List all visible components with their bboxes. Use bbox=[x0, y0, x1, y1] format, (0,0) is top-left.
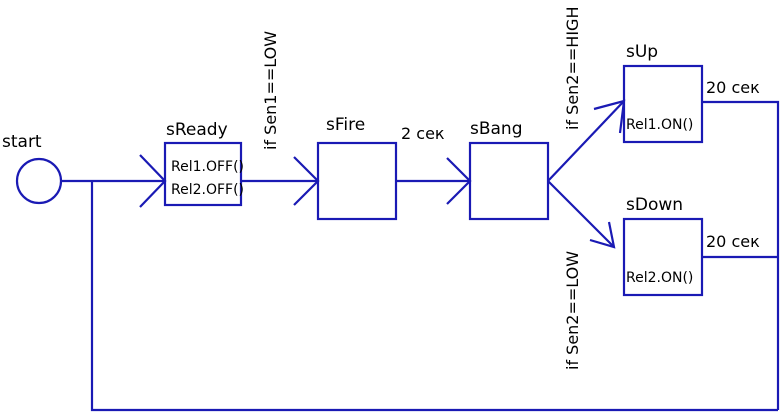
transition-ready-fire-label: if Sen1==LOW bbox=[261, 31, 280, 150]
arrowhead-bang-down bbox=[589, 221, 616, 249]
state-ready-box bbox=[163, 141, 243, 207]
state-bang-box bbox=[468, 141, 550, 221]
start-node bbox=[15, 157, 63, 205]
state-fire-box bbox=[316, 141, 398, 221]
state-ready-action-2: Rel2.OFF() bbox=[171, 182, 244, 198]
state-down-action: Rel2.ON() bbox=[626, 270, 693, 286]
transition-bang-up-label: if Sen2==HIGH bbox=[563, 7, 582, 130]
edge-up-return bbox=[702, 100, 780, 410]
state-up-action: Rel1.ON() bbox=[626, 117, 693, 133]
state-ready-name: sReady bbox=[166, 120, 228, 140]
state-up-box bbox=[622, 64, 704, 144]
transition-down-return-label: 20 сек bbox=[706, 232, 760, 251]
transition-bang-down-label: if Sen2==LOW bbox=[563, 251, 582, 370]
edge-bang-down bbox=[547, 180, 615, 248]
state-up-name: sUp bbox=[626, 42, 658, 62]
edge-bang-up bbox=[547, 100, 625, 182]
state-ready-action-1: Rel1.OFF() bbox=[171, 159, 244, 175]
transition-up-return-label: 20 сек bbox=[706, 78, 760, 97]
state-down-name: sDown bbox=[626, 195, 683, 215]
state-bang-name: sBang bbox=[470, 119, 523, 139]
edge-return-to-ready bbox=[90, 181, 778, 412]
state-fire-name: sFire bbox=[326, 115, 365, 135]
start-label: start bbox=[2, 132, 42, 152]
transition-fire-bang-label: 2 сек bbox=[401, 124, 445, 143]
